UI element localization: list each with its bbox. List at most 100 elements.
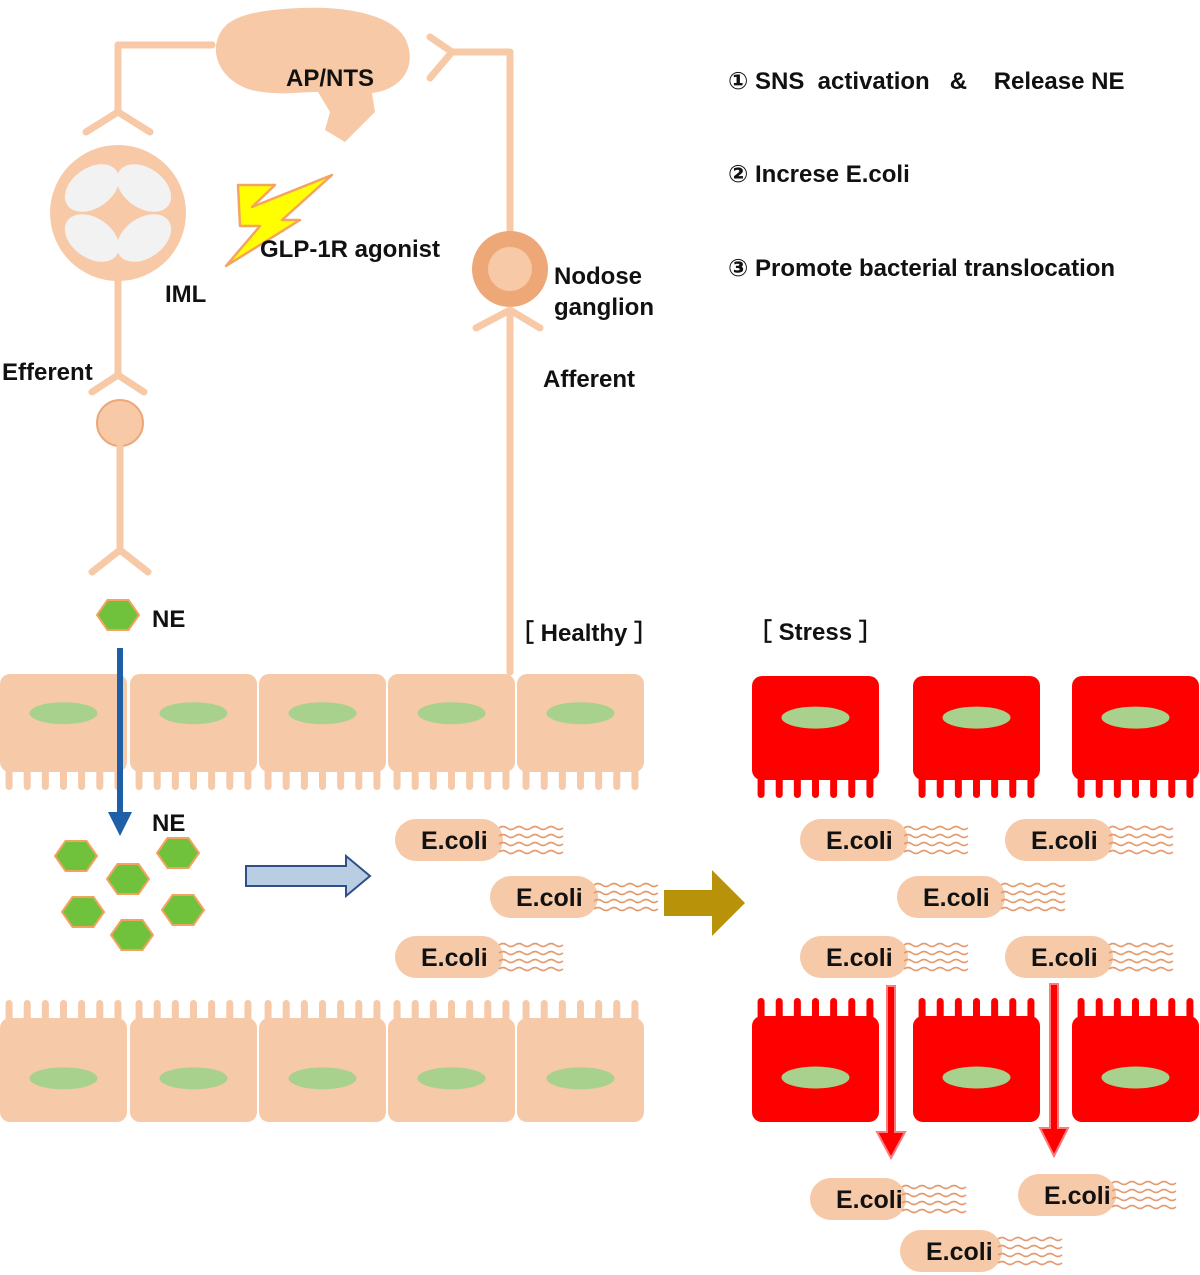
- nucleus: [29, 1067, 98, 1090]
- stress-cell-top: [752, 676, 879, 798]
- flagellum: [1111, 1188, 1177, 1194]
- healthy-cell-top: [388, 674, 515, 790]
- healthy-cell-bottom: [388, 1000, 515, 1122]
- microvillus: [1168, 776, 1176, 798]
- healthy-cell-top: [517, 674, 644, 790]
- hexagon-icon: [105, 863, 151, 895]
- microvillus: [300, 768, 308, 790]
- flagellum: [901, 1208, 967, 1214]
- step-2: ② Increse E.coli: [728, 161, 910, 188]
- microvillus: [190, 768, 197, 790]
- flagellum: [498, 825, 564, 831]
- microvillus: [595, 768, 603, 790]
- flagellum: [1000, 906, 1066, 912]
- afferent-label: Afferent: [543, 366, 635, 393]
- ap-nts-label: AP/NTS: [286, 65, 374, 92]
- microvillus: [502, 768, 510, 790]
- nucleus: [1101, 1066, 1170, 1089]
- microvillus: [991, 776, 999, 798]
- ecoli-bacterium: E.coli: [395, 936, 564, 978]
- microvillus: [208, 768, 216, 790]
- microvillus: [282, 1000, 290, 1022]
- microvillus: [577, 1000, 584, 1022]
- microvillus: [1168, 998, 1176, 1020]
- microvillus: [282, 768, 290, 790]
- iml-label: IML: [165, 281, 206, 308]
- synapse-fork-mid: [88, 371, 148, 396]
- bacterium-body: [395, 936, 503, 978]
- ecoli-bacterium: E.coli: [1005, 819, 1174, 861]
- stress-cell-bottom: [1072, 998, 1199, 1122]
- microvillus: [830, 998, 838, 1020]
- microvillus: [812, 998, 819, 1020]
- microvillus: [1132, 776, 1139, 798]
- microvillus: [613, 1000, 621, 1022]
- microvillus: [918, 998, 926, 1020]
- microvillus: [300, 1000, 308, 1022]
- flagellum: [1111, 1204, 1177, 1210]
- microvillus: [393, 1000, 401, 1022]
- microvillus: [631, 1000, 639, 1022]
- ne-label-lumen: NE: [152, 810, 185, 837]
- microvillus: [1132, 998, 1139, 1020]
- microvillus: [540, 1000, 548, 1022]
- nodose-label-line1: Nodose: [554, 263, 642, 290]
- microvillus: [1186, 776, 1194, 798]
- ecoli-label: E.coli: [516, 884, 583, 912]
- ap-nts-brain: [215, 7, 410, 143]
- microvillus: [429, 768, 437, 790]
- microvillus: [355, 1000, 363, 1022]
- microvillus: [830, 776, 838, 798]
- microvillus: [153, 768, 161, 790]
- gray-matter-lobe: [64, 214, 120, 262]
- nucleus: [546, 702, 615, 725]
- microvillus: [1009, 776, 1017, 798]
- arrows-group: [108, 648, 1070, 1161]
- nucleus: [417, 702, 486, 725]
- ecoli-bacterium: E.coli: [1018, 1174, 1177, 1216]
- flagellum: [903, 849, 969, 855]
- microvillus: [337, 1000, 345, 1022]
- nucleus: [417, 1067, 486, 1090]
- microvillus: [540, 768, 548, 790]
- microvillus: [973, 776, 980, 798]
- flagellum: [498, 942, 564, 948]
- microvillus: [558, 1000, 566, 1022]
- microvillus: [775, 776, 783, 798]
- afferent-axon-top: [448, 48, 514, 240]
- microvillus: [264, 768, 272, 790]
- nodose-ganglion-inner: [488, 247, 532, 291]
- ecoli-bacterium: E.coli: [810, 1178, 967, 1220]
- microvillus: [448, 768, 455, 790]
- bacterium-body: [490, 876, 598, 918]
- flagellum: [903, 942, 969, 948]
- microvillus: [595, 1000, 603, 1022]
- flagellum: [997, 1260, 1063, 1266]
- microvillus: [613, 768, 621, 790]
- gray-matter-lobe: [64, 164, 120, 212]
- microvillus: [264, 1000, 272, 1022]
- flagellum: [997, 1252, 1063, 1258]
- stress-cell-bottom: [913, 998, 1040, 1122]
- microvillus: [866, 776, 874, 798]
- bacterium-body: [1005, 936, 1113, 978]
- microvillus: [319, 1000, 326, 1022]
- ecoli-label: E.coli: [1031, 944, 1098, 972]
- ecoli-label: E.coli: [421, 827, 488, 855]
- flagellum: [1108, 958, 1174, 964]
- microvillus: [502, 1000, 510, 1022]
- microvillus: [631, 768, 639, 790]
- flagellum: [593, 882, 659, 888]
- step-3: ③ Promote bacterial translocation: [728, 255, 1115, 282]
- microvillus: [793, 776, 801, 798]
- ecoli-bacterium: E.coli: [900, 1230, 1063, 1272]
- microvillus: [793, 998, 801, 1020]
- microvillus: [1077, 998, 1085, 1020]
- microvillus: [848, 998, 856, 1020]
- flagellum: [1000, 890, 1066, 896]
- microvillus: [429, 1000, 437, 1022]
- microvillus: [466, 768, 474, 790]
- bacterium-body: [900, 1230, 1002, 1272]
- microvillus: [244, 1000, 252, 1022]
